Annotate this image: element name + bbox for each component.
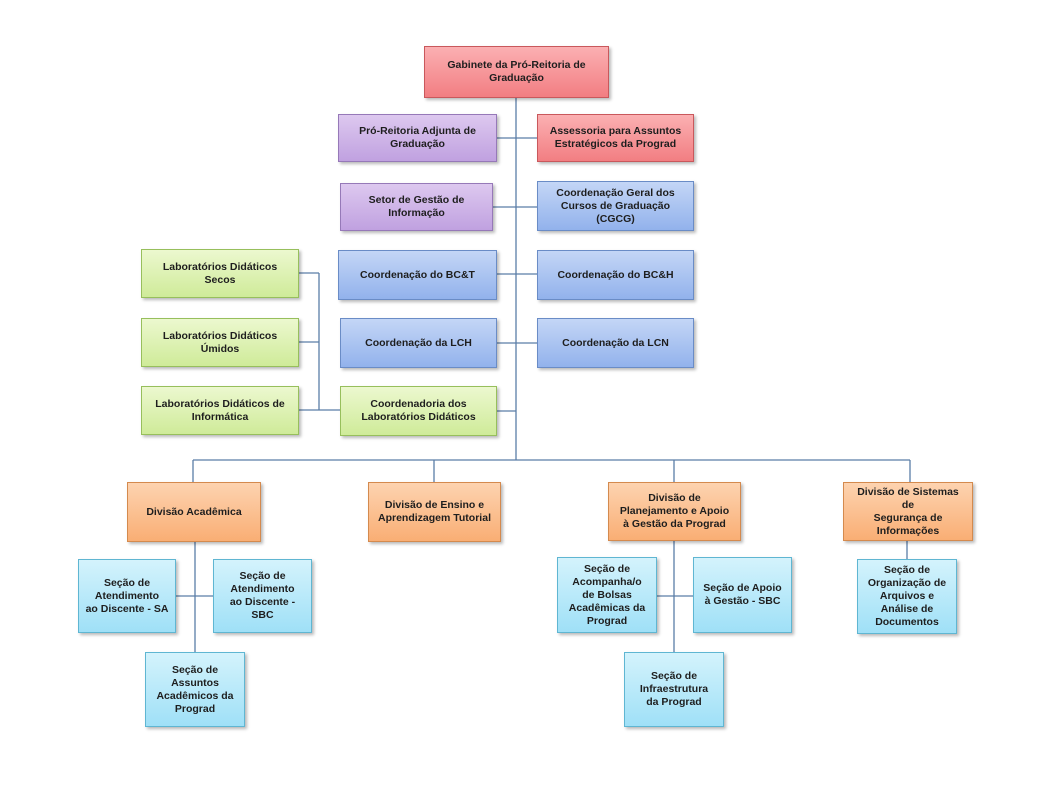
secao-organizacao-arquivos-box: Seção de Organização de Arquivos e Análi…	[857, 559, 957, 634]
coordenacao-bct-box: Coordenação do BC&T	[338, 250, 497, 300]
divisao-ensino-box: Divisão de Ensino e Aprendizagem Tutoria…	[368, 482, 501, 542]
secao-infraestrutura-box: Seção de Infraestrutura da Prograd	[624, 652, 724, 727]
coordenacao-lch-box: Coordenação da LCH	[340, 318, 497, 368]
assessoria-assuntos-estrategicos-box: Assessoria para Assuntos Estratégicos da…	[537, 114, 694, 162]
coordenacao-bch-box: Coordenação do BC&H	[537, 250, 694, 300]
secao-assuntos-academicos-box: Seção de Assuntos Acadêmicos da Prograd	[145, 652, 245, 727]
laboratorios-secos-box: Laboratórios Didáticos Secos	[141, 249, 299, 298]
coordenadoria-laboratorios-box: Coordenadoria dos Laboratórios Didáticos	[340, 386, 497, 436]
secao-apoio-gestao-box: Seção de Apoio à Gestão - SBC	[693, 557, 792, 633]
secao-atendimento-sa-box: Seção de Atendimento ao Discente - SA	[78, 559, 176, 633]
divisao-sistemas-box: Divisão de Sistemas de Segurança de Info…	[843, 482, 973, 541]
secao-acompanhamento-bolsas-box: Seção de Acompanha/o de Bolsas Acadêmica…	[557, 557, 657, 633]
secao-atendimento-sbc-box: Seção de Atendimento ao Discente - SBC	[213, 559, 312, 633]
coordenacao-geral-cursos-box: Coordenação Geral dos Cursos de Graduaçã…	[537, 181, 694, 231]
divisao-planejamento-box: Divisão de Planejamento e Apoio à Gestão…	[608, 482, 741, 541]
divisao-academica-box: Divisão Acadêmica	[127, 482, 261, 542]
pro-reitoria-adjunta-box: Pró-Reitoria Adjunta de Graduação	[338, 114, 497, 162]
gabinete-pro-reitoria-box: Gabinete da Pró-Reitoria de Graduação	[424, 46, 609, 98]
coordenacao-lcn-box: Coordenação da LCN	[537, 318, 694, 368]
laboratorios-umidos-box: Laboratórios Didáticos Úmidos	[141, 318, 299, 367]
laboratorios-informatica-box: Laboratórios Didáticos de Informática	[141, 386, 299, 435]
setor-gestao-informacao-box: Setor de Gestão de Informação	[340, 183, 493, 231]
